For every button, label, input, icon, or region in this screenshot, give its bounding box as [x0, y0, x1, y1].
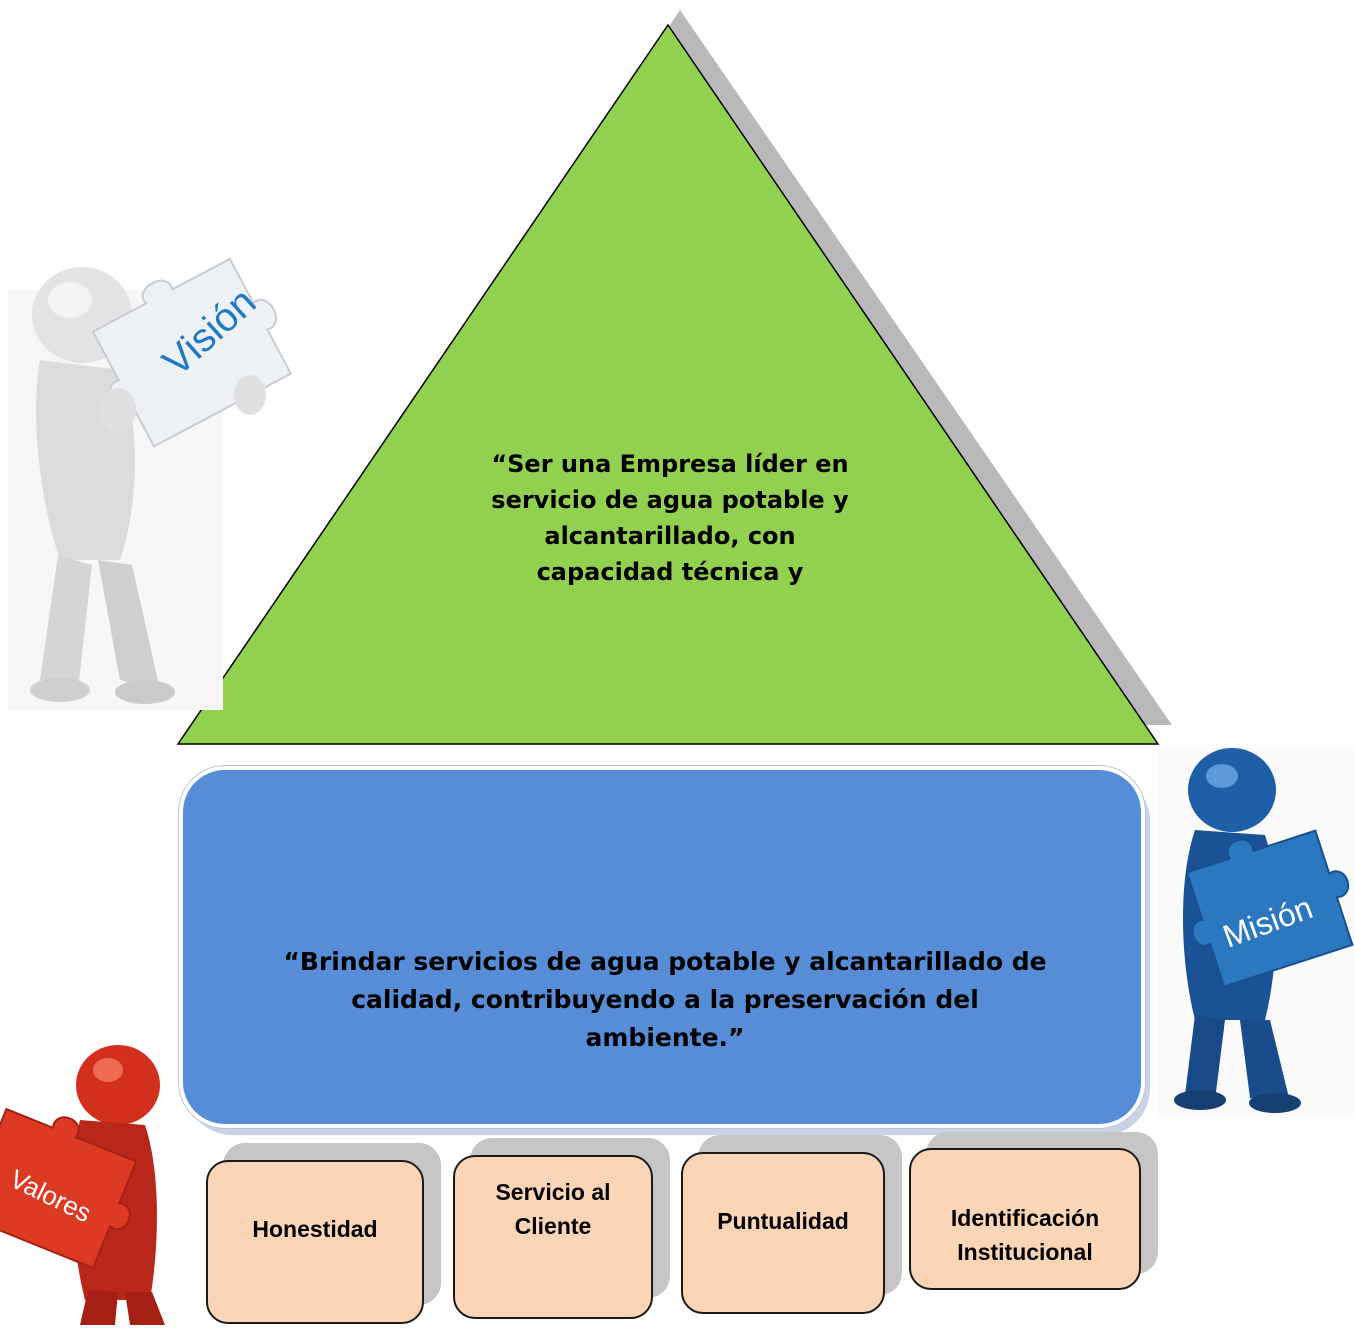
mission-line: calidad, contribuyendo a la preservación…: [351, 985, 979, 1014]
mission-line: “Brindar servicios de agua potable y alc…: [283, 947, 1047, 976]
vision-figure: [8, 257, 293, 710]
value-box-honestidad: [206, 1160, 424, 1324]
value-box-identificacion-institucional: [909, 1148, 1141, 1290]
mission-statement: “Brindar servicios de agua potable y alc…: [200, 943, 1130, 1057]
vision-line: capacidad técnica y: [536, 558, 804, 586]
value-box-puntualidad: [681, 1152, 885, 1314]
mission-figure: [1158, 748, 1355, 1118]
values-figure: [0, 1045, 165, 1325]
value-label-servicio-al-cliente: Servicio al Cliente: [495, 1179, 611, 1239]
vision-line: alcantarillado, con: [544, 522, 796, 550]
mission-box: [179, 766, 1145, 1128]
value-box-servicio-al-cliente: [453, 1155, 653, 1319]
value-label-identificacion-institucional: Identificación Institucional: [950, 1205, 1100, 1265]
vision-line: “Ser una Empresa líder en: [491, 450, 849, 478]
value-label-puntualidad: Puntualidad: [717, 1208, 849, 1234]
vision-line: servicio de agua potable y: [491, 486, 849, 514]
value-label-honestidad: Honestidad: [252, 1216, 378, 1242]
vision-statement: “Ser una Empresa líder en servicio de ag…: [420, 446, 920, 590]
mission-line: ambiente.”: [585, 1023, 745, 1052]
vision-triangle: [176, 23, 1160, 745]
